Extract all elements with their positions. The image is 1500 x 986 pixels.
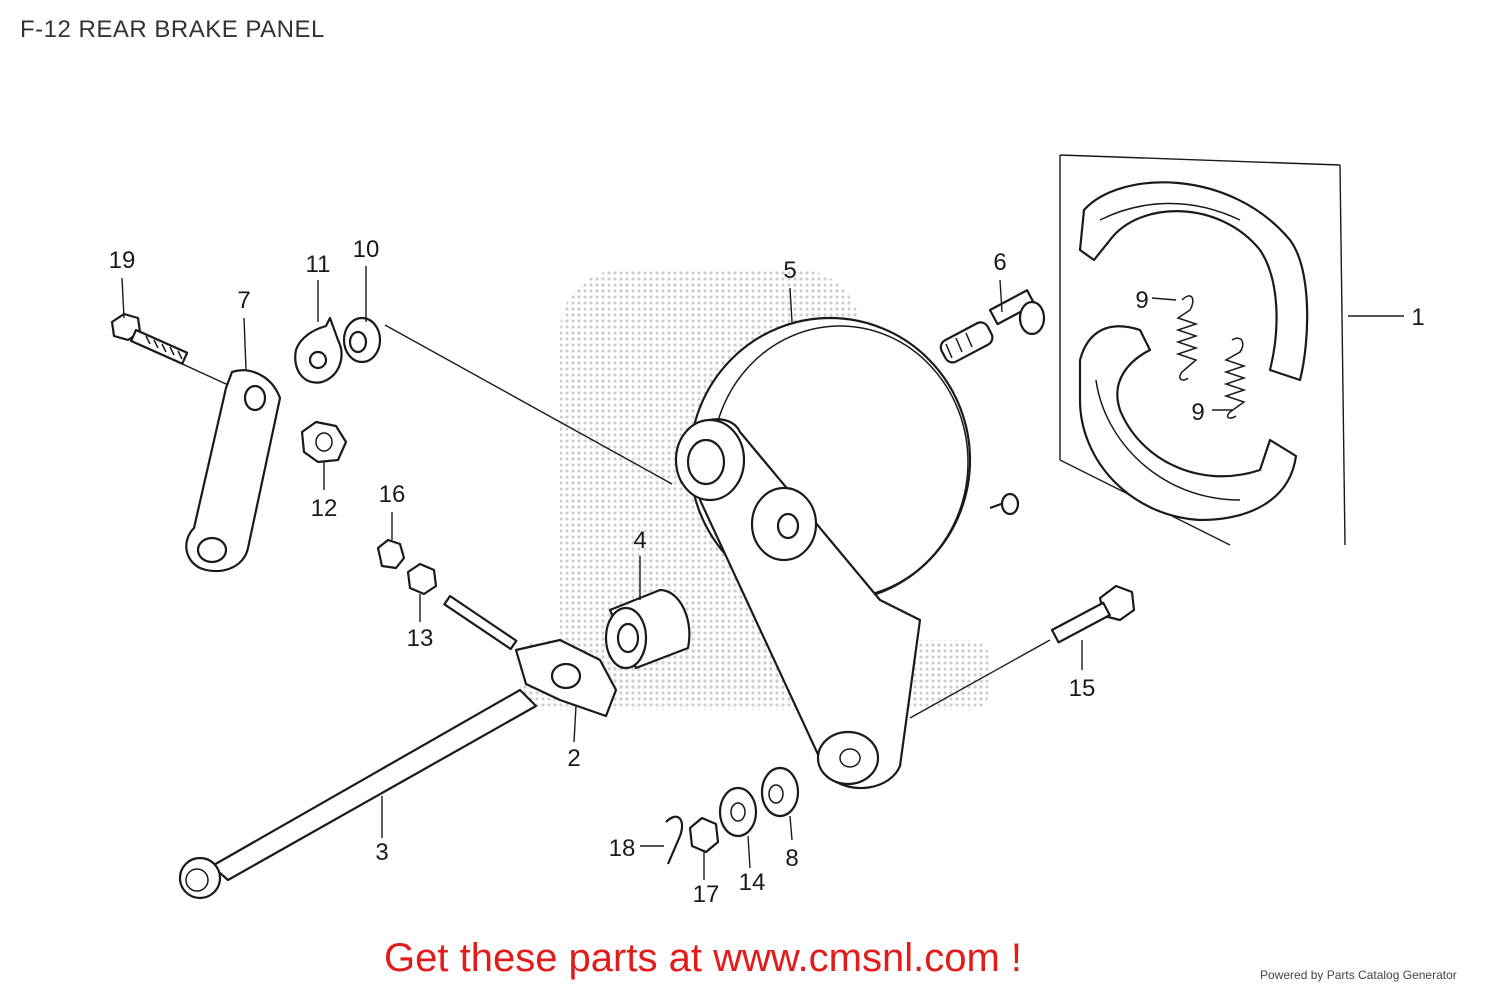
- part-7-brake-arm: [185, 369, 282, 573]
- part-2-stopper-plate: [443, 594, 618, 718]
- callout-1: 1: [1411, 304, 1424, 331]
- leader-lines: [121, 266, 1404, 880]
- part-14-washer: [718, 786, 758, 838]
- part-13-nut: [406, 562, 438, 596]
- callout-9-lower: 9: [1191, 399, 1204, 426]
- callout-11: 11: [306, 251, 331, 278]
- part-15-bolt: [1050, 584, 1136, 644]
- part-12-nut: [300, 420, 348, 464]
- part-9-spring-lower: [1223, 337, 1247, 419]
- callout-13: 13: [407, 625, 434, 652]
- callout-17: 17: [693, 881, 720, 908]
- part-5-brake-panel: [674, 316, 1020, 790]
- callout-3: 3: [375, 839, 388, 866]
- part-10-seal: [342, 316, 382, 364]
- part-4-collar: [604, 588, 691, 670]
- part-18-cotter-pin: [665, 815, 684, 865]
- part-17-nut: [688, 816, 720, 854]
- part-8-washer: [760, 766, 800, 818]
- callout-18: 18: [609, 835, 636, 862]
- part-16-nut: [376, 538, 406, 570]
- part-6-brake-cam: [939, 289, 1046, 364]
- footer-link[interactable]: Get these parts at www.cmsnl.com !: [384, 936, 1022, 980]
- part-9-spring-upper: [1175, 295, 1199, 381]
- part-1-brake-shoes: [1078, 181, 1309, 522]
- callout-8: 8: [785, 845, 798, 872]
- callout-9-upper: 9: [1135, 287, 1148, 314]
- callout-4: 4: [633, 527, 646, 554]
- callout-19: 19: [109, 247, 136, 274]
- powered-by-text: Powered by Parts Catalog Generator: [1260, 968, 1457, 982]
- callout-7: 7: [237, 287, 250, 314]
- part-11-indicator-plate: [294, 316, 343, 384]
- callout-12: 12: [311, 495, 338, 522]
- part-3-axle: [178, 688, 538, 900]
- diagram-title: F-12 REAR BRAKE PANEL: [20, 16, 325, 43]
- callout-5: 5: [783, 257, 796, 284]
- callout-6: 6: [993, 249, 1006, 276]
- callout-16: 16: [379, 481, 406, 508]
- part-19-bolt: [110, 312, 189, 365]
- callout-14: 14: [739, 869, 766, 896]
- callout-numbers: 1 2 3 4 5 6 7 8 9 9 10 11 12 13 14 15 16…: [109, 236, 1425, 908]
- callout-15: 15: [1069, 675, 1096, 702]
- callout-2: 2: [567, 745, 580, 772]
- callout-10: 10: [353, 236, 380, 263]
